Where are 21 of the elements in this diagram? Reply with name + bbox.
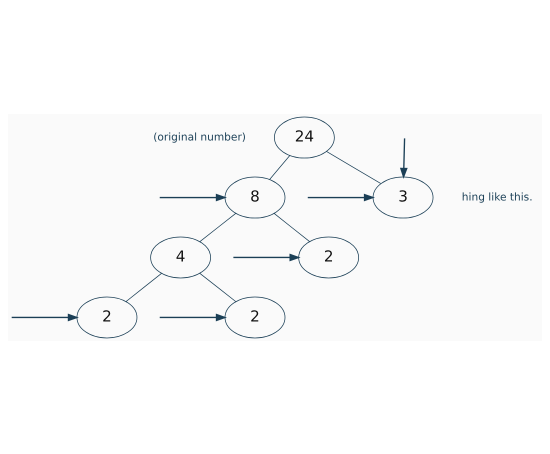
- arrow: [160, 193, 227, 201]
- connector: [200, 212, 236, 242]
- connector: [274, 212, 310, 242]
- label: (original number): [153, 130, 246, 143]
- connector: [269, 154, 290, 180]
- node-ellipse: 24: [274, 116, 335, 158]
- arrow: [233, 253, 301, 261]
- arrow: [308, 193, 375, 201]
- label: hing like this.: [462, 190, 533, 203]
- node-ellipse: 8: [224, 176, 286, 218]
- node-ellipse: 2: [76, 296, 138, 338]
- arrow: [12, 313, 79, 321]
- connector: [126, 272, 162, 302]
- connector: [326, 150, 382, 184]
- arrow: [400, 138, 408, 178]
- arrow: [160, 313, 227, 321]
- node-ellipse: 2: [224, 296, 286, 338]
- connector: [199, 272, 236, 302]
- node-ellipse: 2: [298, 236, 360, 278]
- node-ellipse: 3: [372, 176, 434, 218]
- node-ellipse: 4: [150, 236, 211, 278]
